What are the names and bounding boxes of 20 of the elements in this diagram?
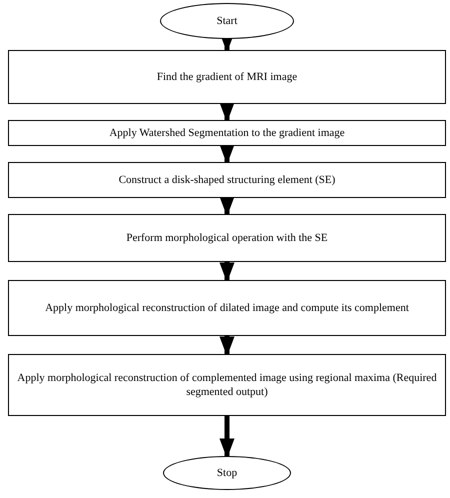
arrow: [220, 102, 234, 122]
process-box: [8, 214, 446, 262]
node-text: Perform morphological operation with the SE: [126, 230, 328, 246]
arrow: [220, 336, 234, 356]
arrow: [220, 416, 234, 458]
arrow: [220, 262, 234, 282]
node-text: Apply morphological reconstruction of complemented image using regional maxima (Required segmented output): [16, 370, 438, 400]
node-text: Stop: [216, 466, 238, 480]
process-box: [8, 280, 446, 336]
node-text: Start: [216, 14, 238, 28]
node-text: Apply morphological reconstruction of dilated image and compute its complement: [45, 300, 409, 316]
process-box: [8, 162, 446, 198]
node-text: Apply Watershed Segmentation to the gradient image: [109, 126, 345, 140]
arrow: [220, 144, 234, 164]
process-box: [8, 354, 446, 416]
arrow: [220, 196, 234, 216]
node-text: Find the gradient of MRI image: [156, 70, 298, 84]
process-box: [8, 120, 446, 146]
process-box: [8, 50, 446, 104]
node-text: Construct a disk-shaped structuring element (SE): [118, 172, 336, 188]
